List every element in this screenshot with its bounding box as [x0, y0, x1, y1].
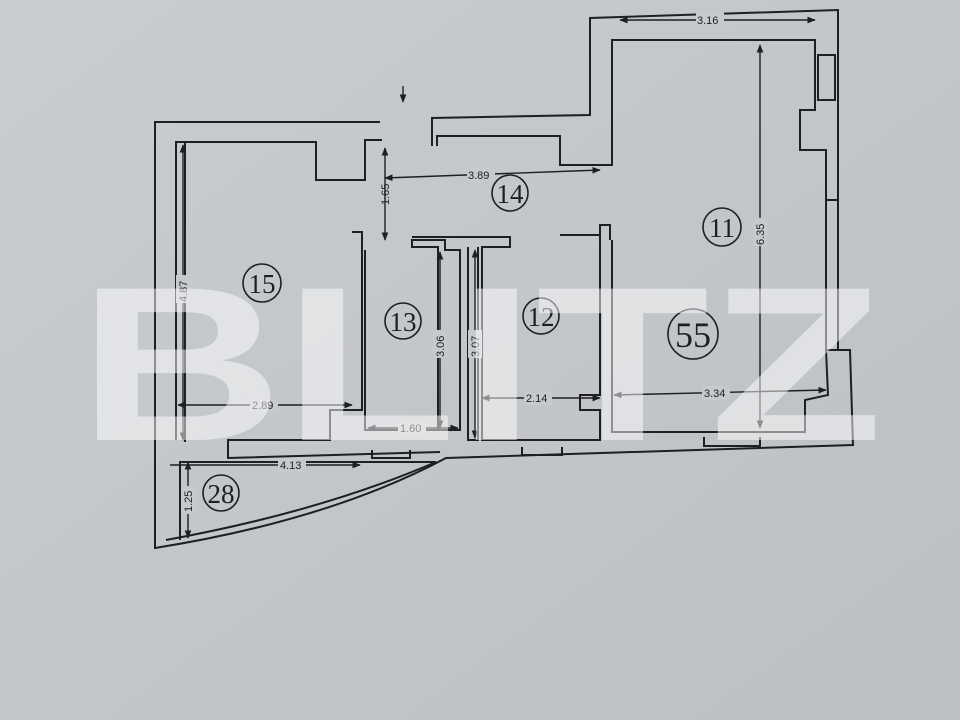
- dim-2-89: 2.89: [252, 400, 273, 412]
- watermark: BLITZ: [78, 241, 883, 487]
- dim-2-14: 2.14: [526, 393, 547, 405]
- dim-1-65: 1.65: [380, 184, 392, 205]
- dim-3-07: 3.07: [470, 336, 482, 357]
- balcony-inner-curve: [165, 461, 437, 541]
- svg-text:12: 12: [528, 302, 555, 332]
- room-13: 13: [384, 302, 422, 340]
- dim-6-35: 6.35: [755, 224, 767, 245]
- room-28: 28: [202, 474, 240, 512]
- svg-text:11: 11: [709, 213, 735, 243]
- dim-3-89: 3.89: [468, 170, 489, 182]
- room-11: 11: [702, 207, 742, 247]
- windows: [371, 54, 839, 459]
- dimension-labels: 3.16 3.89 1.65 6.35 4.87 3.06 3.07 2.89 …: [176, 12, 767, 514]
- hall-top-wall: [436, 39, 827, 200]
- room15-right-wall: [227, 231, 441, 460]
- dim-4-87: 4.87: [178, 281, 190, 302]
- room-labels: 14 11 15 13 12 55 28: [202, 174, 742, 512]
- room-total-55: 55: [667, 308, 719, 360]
- svg-text:14: 14: [497, 179, 525, 209]
- dim-3-06: 3.06: [435, 336, 447, 357]
- dim-1-60: 1.60: [400, 423, 421, 435]
- svg-text:55: 55: [675, 315, 711, 355]
- room-12: 12: [522, 297, 560, 335]
- dim-3-34: 3.34: [704, 388, 725, 400]
- dim-4-13: 4.13: [280, 460, 301, 472]
- svg-text:28: 28: [208, 479, 235, 509]
- room15-wall-inner: [175, 141, 185, 440]
- svg-text:13: 13: [390, 307, 417, 337]
- room12-walls: [412, 224, 611, 441]
- dim-1-25: 1.25: [183, 491, 195, 512]
- room-15: 15: [242, 263, 282, 303]
- room-14: 14: [491, 174, 529, 212]
- dim-3-16: 3.16: [697, 15, 718, 27]
- svg-text:15: 15: [249, 269, 276, 299]
